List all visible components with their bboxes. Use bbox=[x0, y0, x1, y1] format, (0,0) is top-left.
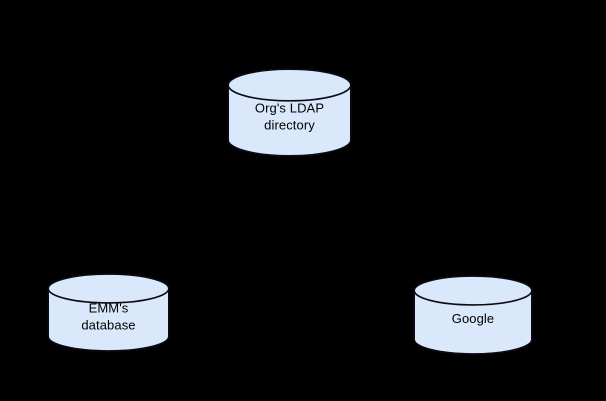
cylinder-node-emm[interactable]: EMM's database bbox=[47, 273, 170, 352]
cylinder-node-google[interactable]: Google bbox=[413, 275, 533, 355]
cylinder-node-ldap[interactable]: Org's LDAP directory bbox=[227, 68, 352, 157]
cylinder-shape-emm bbox=[47, 273, 170, 352]
cylinder-shape-ldap bbox=[227, 68, 352, 157]
cylinder-shape-google bbox=[413, 275, 533, 355]
